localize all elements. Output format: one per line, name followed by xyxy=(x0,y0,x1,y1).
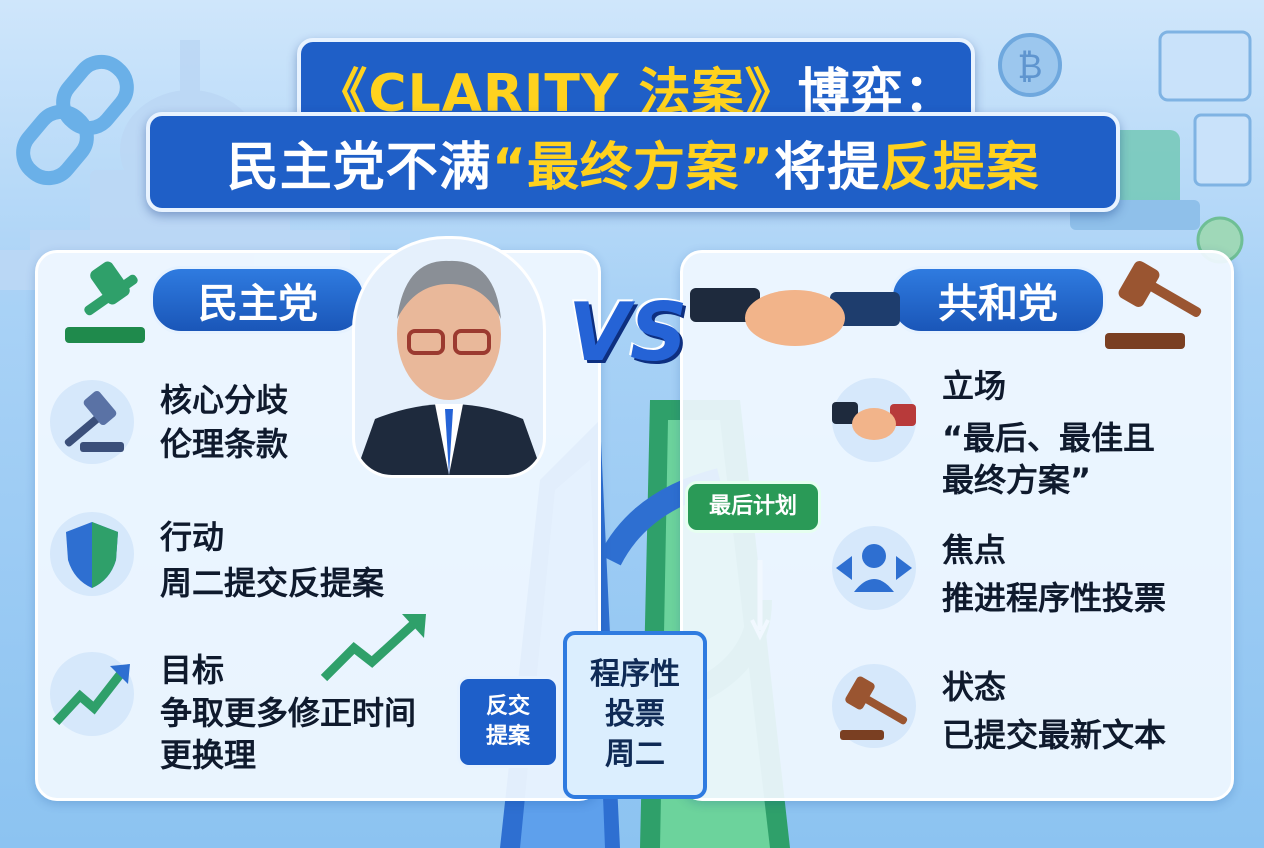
handshake-illustration xyxy=(690,288,900,346)
democrat-header: 民主党 xyxy=(150,266,366,334)
final-plan-sign: 最后计划 xyxy=(685,481,821,533)
trend-up-icon xyxy=(52,664,130,726)
democrat-leader-portrait xyxy=(352,236,546,478)
rep-item-1-value-line2: 最终方案” xyxy=(942,461,1092,499)
dem-item-1-value: 伦理条款 xyxy=(160,425,289,463)
rep-item-3-value: 已提交最新文本 xyxy=(942,716,1167,754)
title-dem-unhappy: 民主党不满 xyxy=(226,137,492,198)
rep-item-2-value: 推进程序性投票 xyxy=(942,579,1167,617)
trend-up-icon xyxy=(320,614,426,682)
dem-item-3-value-line1: 争取更多修正时间 xyxy=(160,694,417,732)
procedural-vote-line1: 程序性 xyxy=(590,657,680,692)
rep-item-2-label: 焦点 xyxy=(942,531,1007,569)
procedural-vote-line2: 投票 xyxy=(605,697,665,732)
title-counter-proposal: 反提案 xyxy=(880,137,1040,198)
counter-proposal-line1: 反交 xyxy=(485,694,530,719)
title-final-plan: “最终方案” xyxy=(491,137,775,198)
procedural-vote-sign: 程序性 投票 周二 xyxy=(563,631,707,799)
dem-item-2-icon-bg xyxy=(50,512,134,596)
rep-item-3-label: 状态 xyxy=(942,668,1007,706)
gavel-icon xyxy=(64,390,124,452)
counter-proposal-sign: 反交 提案 xyxy=(457,676,559,768)
svg-text:₿: ₿ xyxy=(1017,47,1042,87)
rep-item-1-icon-bg xyxy=(832,378,916,462)
vs-label: VS xyxy=(568,286,688,379)
rep-item-1-label: 立场 xyxy=(942,367,1007,405)
shield-icon xyxy=(66,522,118,588)
person-focus-icon xyxy=(836,544,912,592)
counter-proposal-line2: 提案 xyxy=(485,724,530,749)
dem-item-1-icon-bg xyxy=(50,380,134,464)
rep-item-2-icon-bg xyxy=(832,526,916,610)
handshake-icon xyxy=(832,402,916,440)
dem-item-2-value: 周二提交反提案 xyxy=(160,564,385,602)
gavel-icon xyxy=(840,676,908,740)
dem-item-3-icon-bg xyxy=(50,652,134,736)
dem-item-2-label: 行动 xyxy=(160,518,225,556)
brown-gavel-icon xyxy=(1105,261,1202,349)
title-will-propose: 将提 xyxy=(774,137,881,198)
dem-item-1-label: 核心分歧 xyxy=(160,381,289,419)
procedural-vote-line3: 周二 xyxy=(605,737,665,772)
chain-icon xyxy=(16,54,134,186)
dem-item-3-label: 目标 xyxy=(160,651,225,689)
republican-header: 共和党 xyxy=(890,266,1106,334)
dem-item-3-value-line2: 更换理 xyxy=(160,736,257,774)
green-gavel-icon xyxy=(65,261,145,343)
rep-item-1-value-line1: “最后、最佳且 xyxy=(942,419,1156,457)
rep-item-3-icon-bg xyxy=(832,664,916,748)
title-banner-line2: 民主党不满“最终方案”将提反提案 xyxy=(146,112,1120,212)
